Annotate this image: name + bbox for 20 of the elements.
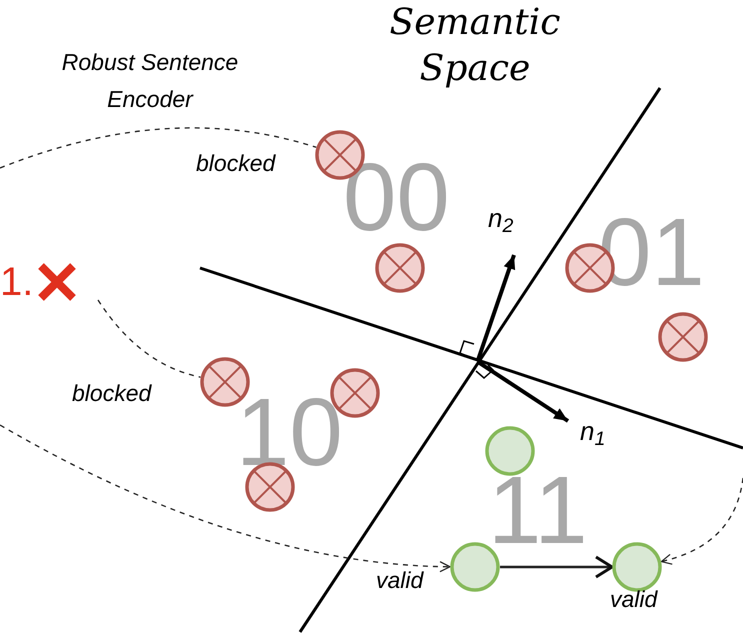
title: Semantic Space	[388, 1, 562, 91]
status-label: valid	[610, 588, 658, 611]
valid-point	[450, 542, 500, 592]
blocked-point	[375, 243, 425, 293]
vector-label: n$_{1}$	[580, 418, 606, 444]
region-code: 10	[236, 385, 343, 481]
region-code: 11	[488, 463, 588, 559]
region-code: 00	[343, 150, 450, 246]
status-label: blocked	[196, 152, 276, 175]
step-number: 1.	[0, 262, 34, 302]
blocked-point	[658, 312, 708, 362]
status-label: blocked	[72, 382, 152, 405]
valid-point	[485, 426, 535, 476]
arrow	[500, 556, 614, 578]
valid-point	[612, 542, 662, 592]
dashed-arrow	[660, 478, 743, 564]
vector-label: n$_{2}$	[488, 205, 514, 231]
encoder-label: Robust Sentence Encoder	[60, 48, 240, 114]
status-label: valid	[376, 569, 424, 592]
dashed-arrow	[0, 424, 451, 572]
